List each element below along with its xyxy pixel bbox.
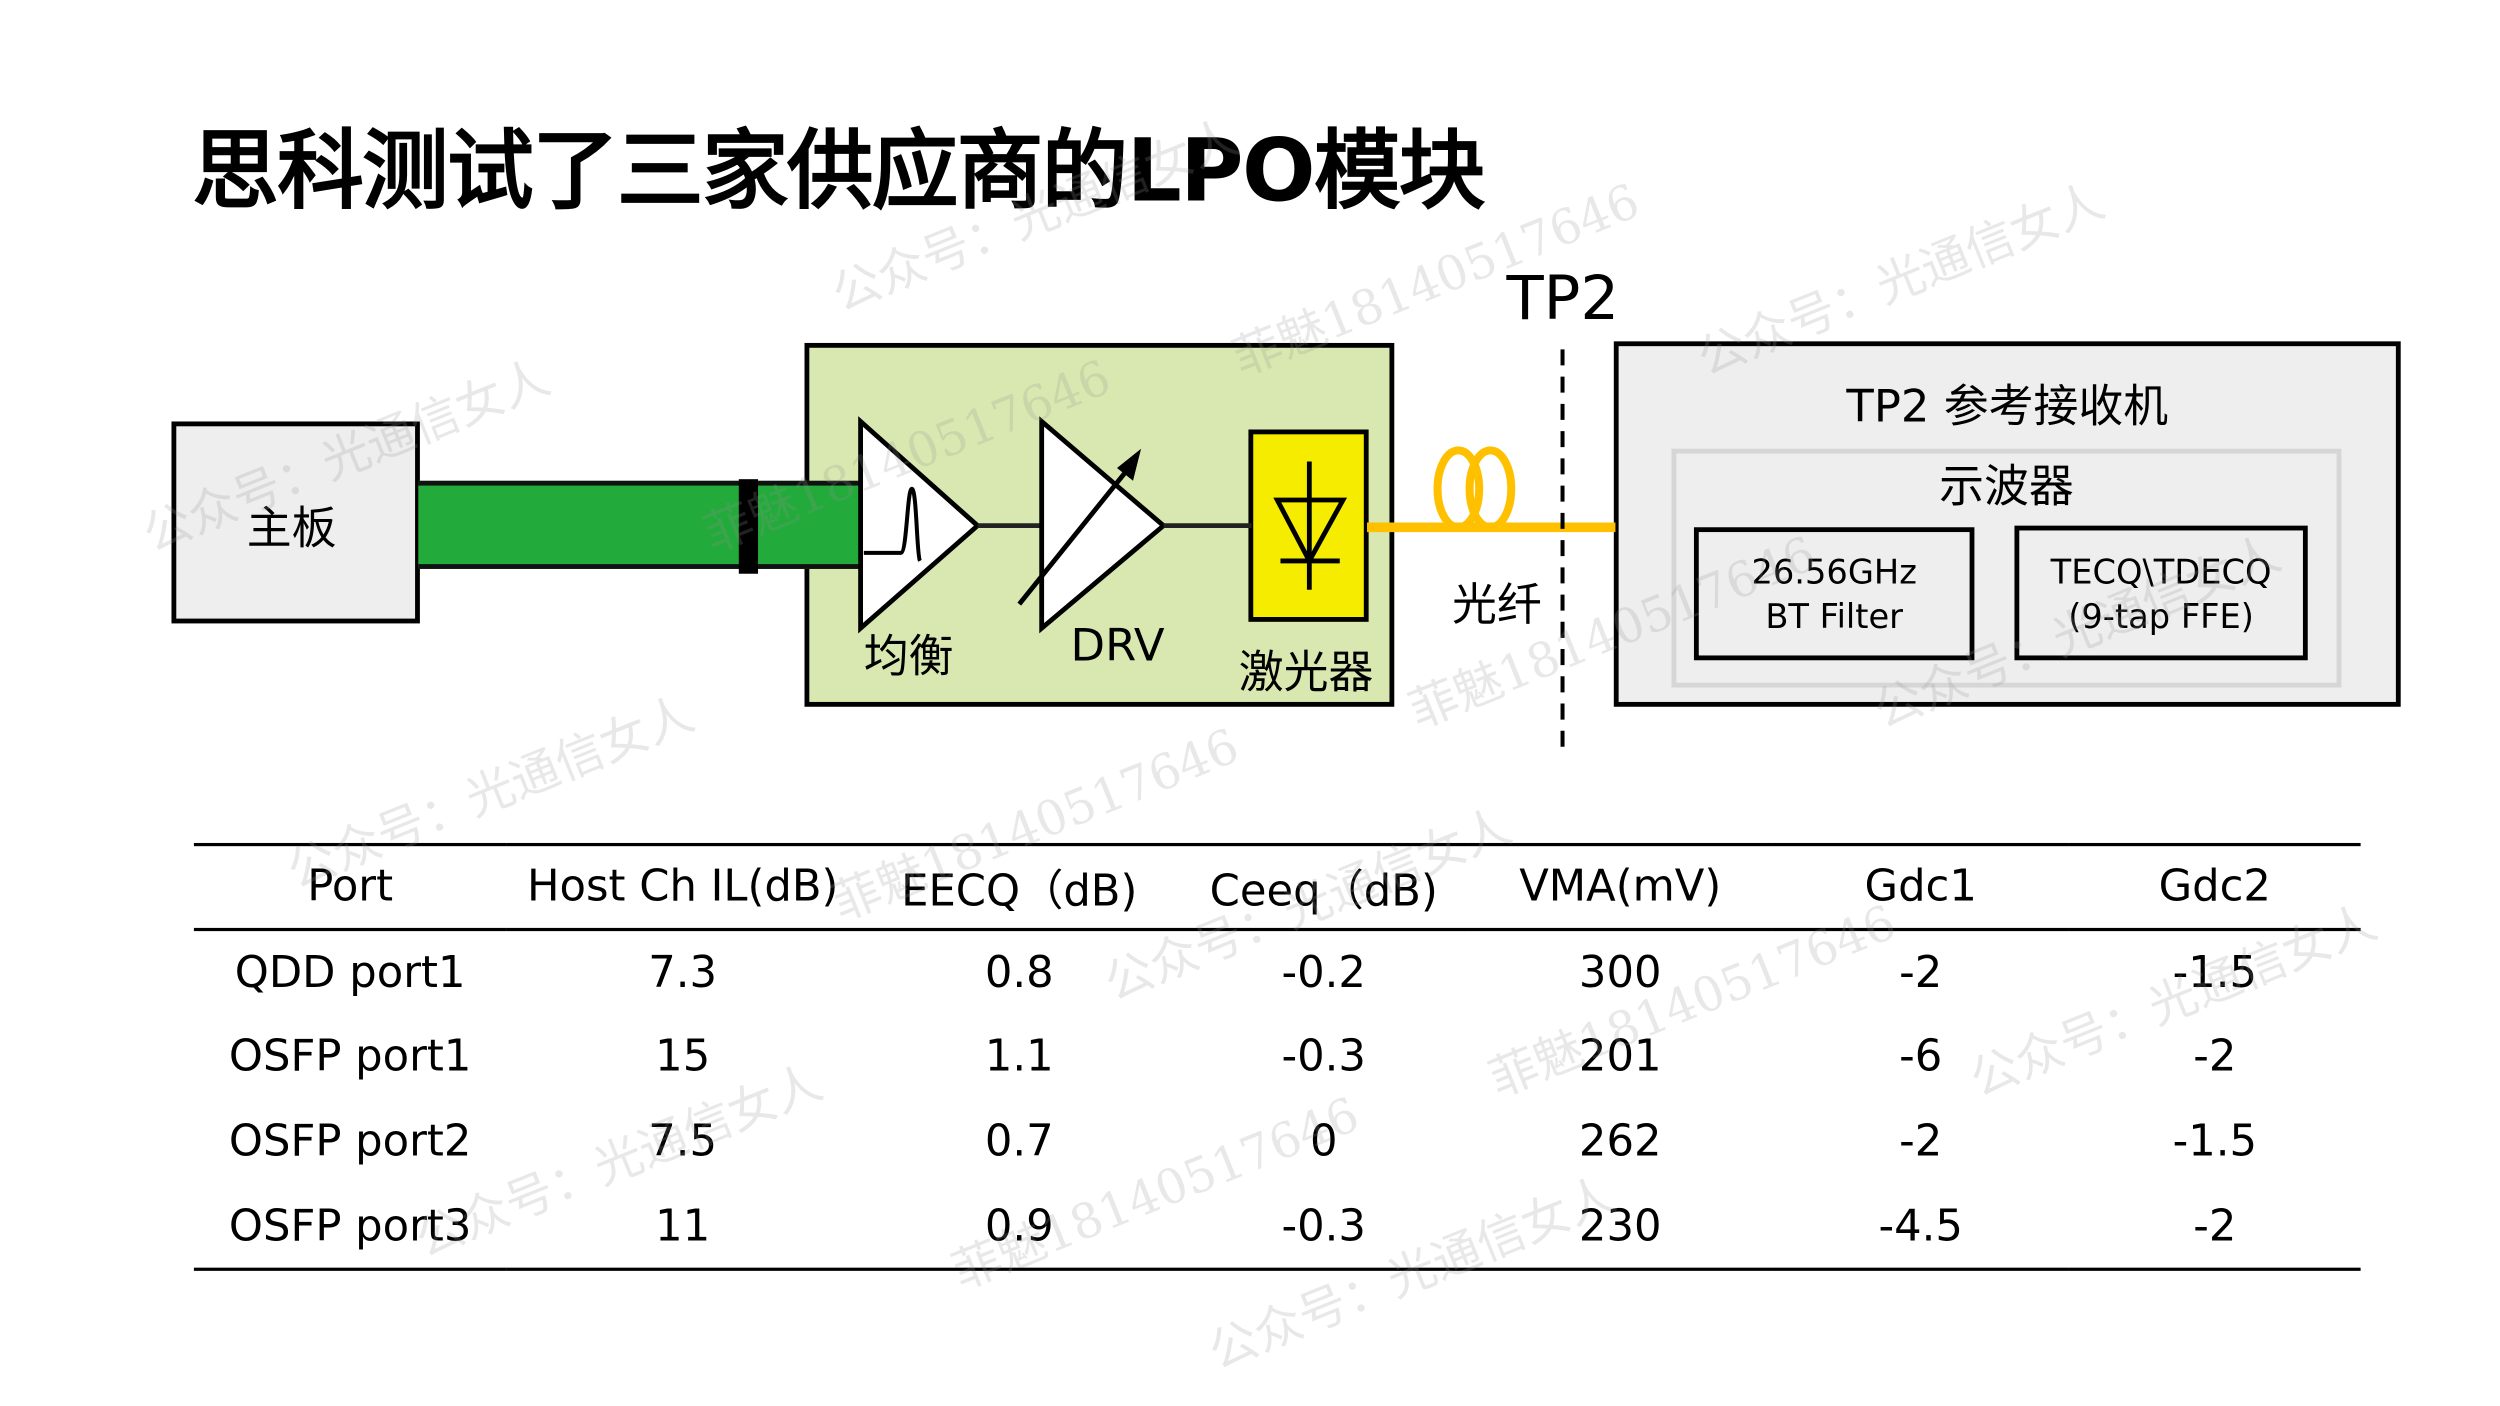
laser-diode-icon xyxy=(1273,461,1348,590)
bt-filter-line2: BT Filter xyxy=(1765,597,1904,637)
cell-ceeq: -0.3 xyxy=(1281,1032,1366,1082)
cell-ceeq: -0.3 xyxy=(1281,1201,1366,1251)
cell-gdc2: -1.5 xyxy=(2172,1117,2258,1167)
table-row: OSFP port1 15 1.1 -0.3 201 -6 -2 xyxy=(194,1014,2361,1099)
connector-bar xyxy=(738,479,759,574)
bt-filter-line1: 26.56GHz xyxy=(1751,552,1917,592)
cell-port: OSFP port3 xyxy=(228,1201,472,1251)
cell-port: OSFP port2 xyxy=(228,1117,472,1167)
cell-eecq: 0.8 xyxy=(984,947,1054,998)
header-host-ch-il: Host Ch IL(dB) xyxy=(526,862,839,912)
table-row: OSFP port2 7.5 0.7 0 262 -2 -1.5 xyxy=(194,1099,2361,1184)
cell-vma: 230 xyxy=(1578,1201,1662,1251)
receiver-title: TP2 参考接收机 xyxy=(1846,379,2169,433)
cell-ceeq: -0.2 xyxy=(1281,947,1366,998)
cell-gdc1: -6 xyxy=(1899,1032,1943,1082)
driver-label: DRV xyxy=(1070,618,1165,672)
header-gdc2: Gdc2 xyxy=(2158,862,2271,912)
cell-gdc2: -1.5 xyxy=(2172,947,2258,998)
lpo-results-table: Port Host Ch IL(dB) EECQ（dB) Ceeq（dB) VM… xyxy=(193,843,2361,1271)
cell-gdc1: -2 xyxy=(1899,1117,1943,1167)
header-vma: VMA(mV) xyxy=(1519,862,1722,912)
equalizer-triangle xyxy=(858,416,982,634)
fiber-label: 光纤 xyxy=(1451,578,1542,632)
arrow-icon xyxy=(1117,448,1142,481)
tdecq-line1: TECQ\TDECQ xyxy=(2050,552,2272,592)
cell-ceeq: 0 xyxy=(1309,1117,1338,1167)
cell-vma: 201 xyxy=(1578,1032,1662,1082)
bt-filter-label: 26.56GHz BT Filter xyxy=(1694,550,1974,640)
cell-eecq: 1.1 xyxy=(984,1032,1054,1082)
tdecq-line2: (9-tap FFE) xyxy=(2068,597,2254,637)
cell-gdc2: -2 xyxy=(2193,1201,2237,1251)
cell-gdc1: -2 xyxy=(1899,947,1943,998)
cell-host-ch-il: 7.3 xyxy=(648,947,718,998)
cell-vma: 300 xyxy=(1578,947,1662,998)
cell-eecq: 0.7 xyxy=(984,1117,1054,1167)
equalizer-label: 均衡 xyxy=(863,629,954,683)
tdecq-label: TECQ\TDECQ (9-tap FFE) xyxy=(2014,550,2307,640)
header-ceeq: Ceeq（dB) xyxy=(1209,867,1438,917)
cell-host-ch-il: 15 xyxy=(655,1032,711,1082)
table-header-row: Port Host Ch IL(dB) EECQ（dB) Ceeq（dB) VM… xyxy=(193,844,2361,930)
cell-host-ch-il: 7.5 xyxy=(648,1117,718,1167)
slide-title: 思科测试了三家供应商的LPO模块 xyxy=(192,120,1485,222)
oscilloscope-box xyxy=(1671,448,2342,688)
host-board-box xyxy=(171,421,420,624)
cell-vma: 262 xyxy=(1578,1117,1662,1167)
header-eecq: EECQ（dB) xyxy=(901,867,1138,917)
table-row: OSFP port3 11 0.9 -0.3 230 -4.5 -2 xyxy=(193,1184,2361,1270)
cell-host-ch-il: 11 xyxy=(655,1201,711,1251)
tp2-receiver-box xyxy=(1613,341,2401,707)
bt-filter-box xyxy=(1693,527,1975,661)
cell-port: QDD port1 xyxy=(234,947,466,998)
laser-label: 激光器 xyxy=(1238,645,1374,699)
host-board-label: 主板 xyxy=(246,501,337,555)
cell-gdc2: -2 xyxy=(2193,1032,2237,1082)
fiber-icon xyxy=(1367,446,1616,533)
cell-port: OSFP port1 xyxy=(228,1032,472,1082)
header-port: Port xyxy=(307,862,394,912)
cell-eecq: 0.9 xyxy=(984,1201,1054,1251)
table-row: QDD port1 7.3 0.8 -0.2 300 -2 -1.5 xyxy=(194,930,2361,1015)
oscilloscope-label: 示波器 xyxy=(1939,459,2074,513)
header-gdc1: Gdc1 xyxy=(1864,862,1977,912)
cell-gdc1: -4.5 xyxy=(1878,1201,1963,1251)
tdecq-box xyxy=(2014,525,2308,661)
host-channel-cable xyxy=(418,480,861,569)
tp2-label: TP2 xyxy=(1506,262,1620,334)
driver-triangle xyxy=(1017,416,1168,634)
